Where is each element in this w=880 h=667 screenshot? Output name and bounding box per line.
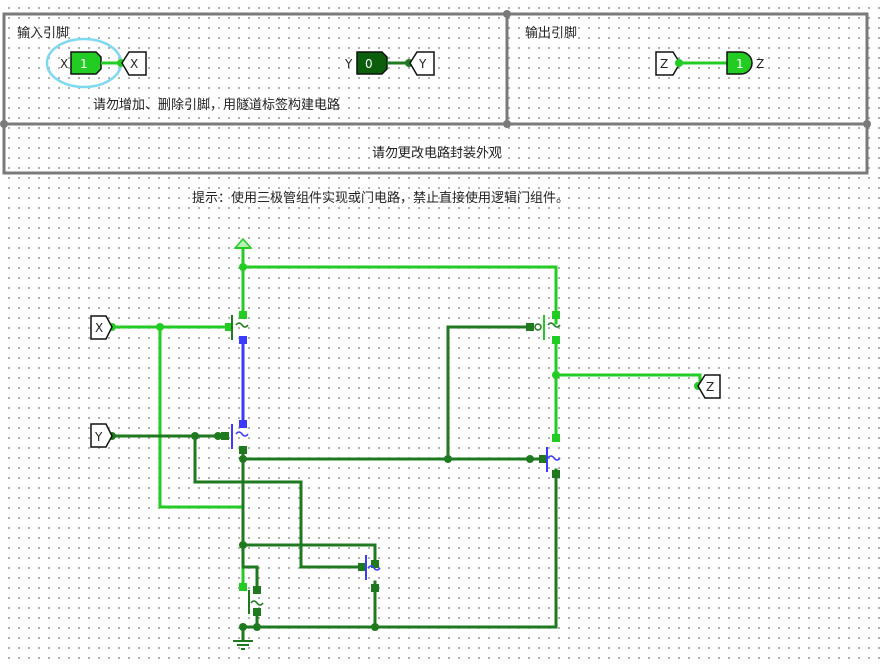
pin-y-value: 0 bbox=[365, 57, 373, 71]
tunnel-x-package-label: X bbox=[130, 57, 138, 71]
input-section-title: 输入引脚 bbox=[17, 25, 69, 41]
transistor-t1[interactable] bbox=[225, 311, 249, 344]
pin-z-label: Z bbox=[756, 57, 764, 71]
wires-low bbox=[108, 325, 558, 642]
transistor-t5[interactable] bbox=[358, 555, 381, 592]
input-hint: 请勿增加、删除引脚，用隧道标签构建电路 bbox=[93, 97, 340, 113]
pin-x-value: 1 bbox=[80, 57, 88, 71]
instructions-text: 提示：使用三极管组件实现或门电路，禁止直接使用逻辑门组件。 bbox=[192, 190, 569, 206]
pin-y-label: Y bbox=[344, 57, 353, 71]
wire-junctions-high bbox=[108, 263, 702, 390]
package-frame bbox=[2, 12, 869, 175]
wire-junction bbox=[675, 59, 683, 67]
tunnel-x-label: X bbox=[95, 321, 103, 335]
output-pin-z[interactable]: 1 bbox=[726, 51, 753, 75]
transistor-t4[interactable] bbox=[539, 434, 561, 478]
power-source[interactable] bbox=[233, 237, 253, 249]
input-pin-y[interactable]: 0 bbox=[356, 51, 388, 75]
package-hint: 请勿更改电路封装外观 bbox=[372, 145, 502, 161]
tunnel-y-package-label: Y bbox=[418, 57, 427, 71]
transistor-t6[interactable] bbox=[239, 583, 264, 616]
tunnel-z-label: Z bbox=[706, 380, 714, 394]
transistor-t3[interactable] bbox=[526, 311, 561, 344]
input-pin-x[interactable]: 1 bbox=[70, 51, 102, 75]
tunnel-x-package[interactable]: X bbox=[121, 51, 147, 76]
wire-junctions-low bbox=[108, 432, 534, 631]
tunnel-x[interactable]: X bbox=[90, 315, 113, 340]
tunnel-z[interactable]: Z bbox=[697, 374, 721, 399]
tunnel-z-package[interactable]: Z bbox=[655, 51, 681, 76]
package-frame-vertices bbox=[0, 10, 871, 128]
pin-z-value: 1 bbox=[736, 57, 744, 71]
tunnel-y[interactable]: Y bbox=[90, 423, 113, 448]
output-section-title: 输出引脚 bbox=[525, 25, 577, 41]
ground[interactable] bbox=[233, 640, 253, 650]
wires-high bbox=[108, 245, 702, 589]
pin-x-label: X bbox=[60, 57, 68, 71]
tunnel-y-package[interactable]: Y bbox=[409, 51, 435, 76]
transistor-t2[interactable] bbox=[221, 420, 249, 454]
tunnel-z-package-label: Z bbox=[660, 57, 668, 71]
tunnel-y-label: Y bbox=[94, 430, 103, 444]
